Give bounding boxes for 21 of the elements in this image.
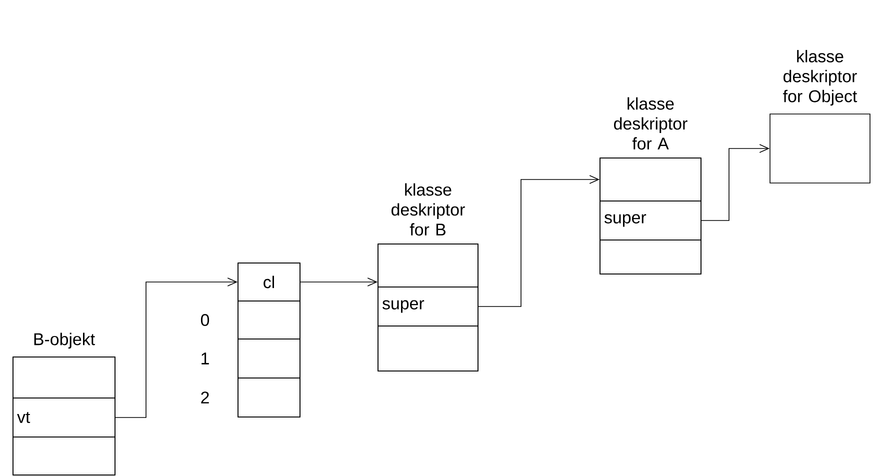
record-cell — [600, 158, 702, 202]
index-label: 1 — [202, 352, 209, 364]
record-heading: klasse deskriptor for B — [392, 183, 465, 236]
index-label: 0 — [200, 314, 210, 326]
index-label: 2 — [201, 392, 209, 404]
record-cell — [12, 436, 116, 476]
record-cell — [600, 240, 702, 274]
record-cell: super — [600, 200, 702, 240]
arrow — [300, 278, 378, 286]
record-cell — [378, 326, 478, 372]
record-cell: vt — [12, 398, 116, 438]
record-cell: cl — [238, 262, 300, 302]
record-cell — [12, 356, 116, 398]
arrow — [115, 278, 238, 418]
arrow — [478, 175, 600, 307]
record-cell: super — [378, 286, 478, 326]
arrow — [701, 144, 770, 221]
record-cell — [378, 244, 478, 288]
record-heading: klasse deskriptor for A — [614, 97, 688, 150]
record-heading: klasse deskriptor for Object — [783, 50, 858, 106]
record-heading: B-objekt — [34, 332, 95, 349]
